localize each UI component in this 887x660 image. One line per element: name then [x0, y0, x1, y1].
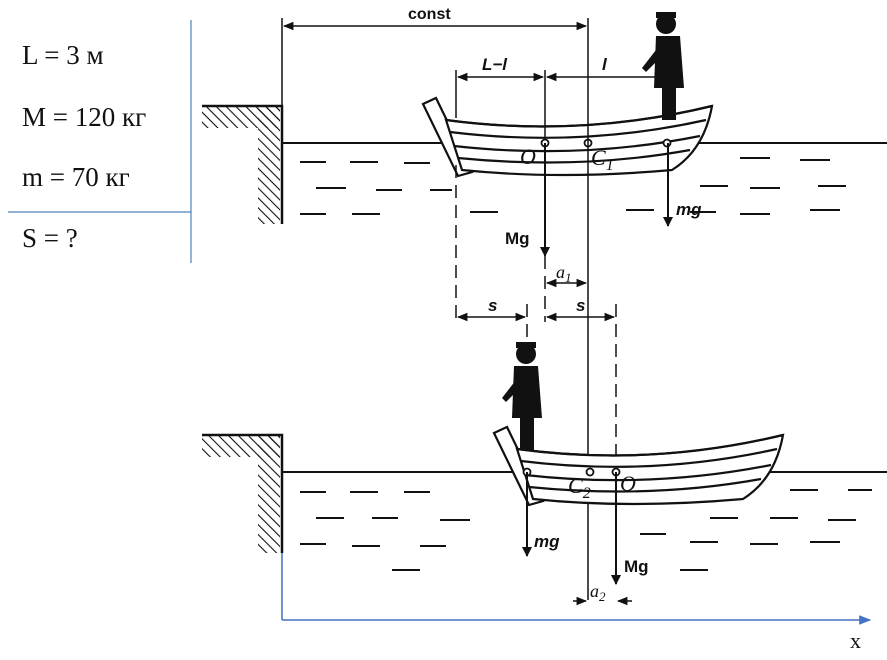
boat-top [421, 96, 714, 178]
label-l-minus-l: L−l [482, 55, 508, 74]
boat-bottom [492, 425, 785, 507]
label-s-left: s [488, 296, 497, 315]
label-c2-bottom: C2 [568, 473, 591, 502]
water-ripples-bottom [300, 489, 872, 571]
label-a1: a1 [556, 262, 572, 285]
label-l: l [602, 55, 608, 74]
label-mg-boat-bottom: Mg [624, 557, 649, 576]
man-bottom-icon [502, 342, 542, 450]
given-unknown: S = ? [22, 223, 78, 253]
label-const: const [408, 6, 451, 23]
label-s-right: s [576, 296, 585, 315]
label-a2: a2 [590, 581, 606, 604]
label-mg-man-top: mg [676, 200, 702, 219]
shore-bottom-outline [202, 433, 284, 553]
given-man-mass: m = 70 кг [22, 162, 130, 192]
point-c2-bottom [585, 467, 595, 477]
shore-bottom-hatch-vertical [258, 435, 280, 553]
given-boat-mass: M = 120 кг [22, 102, 147, 132]
water-ripples-top [300, 157, 846, 215]
shore-top-hatch-vertical [258, 106, 280, 224]
man-top-icon [642, 12, 684, 120]
label-c1-top: C1 [591, 145, 614, 174]
label-o-top: O [520, 144, 536, 169]
given-length: L = 3 м [22, 40, 104, 70]
label-mg-man-bottom: mg [534, 532, 560, 551]
label-o-bottom: O [620, 471, 636, 496]
label-mg-boat-top: Mg [505, 229, 530, 248]
label-x-axis: x [850, 628, 861, 653]
